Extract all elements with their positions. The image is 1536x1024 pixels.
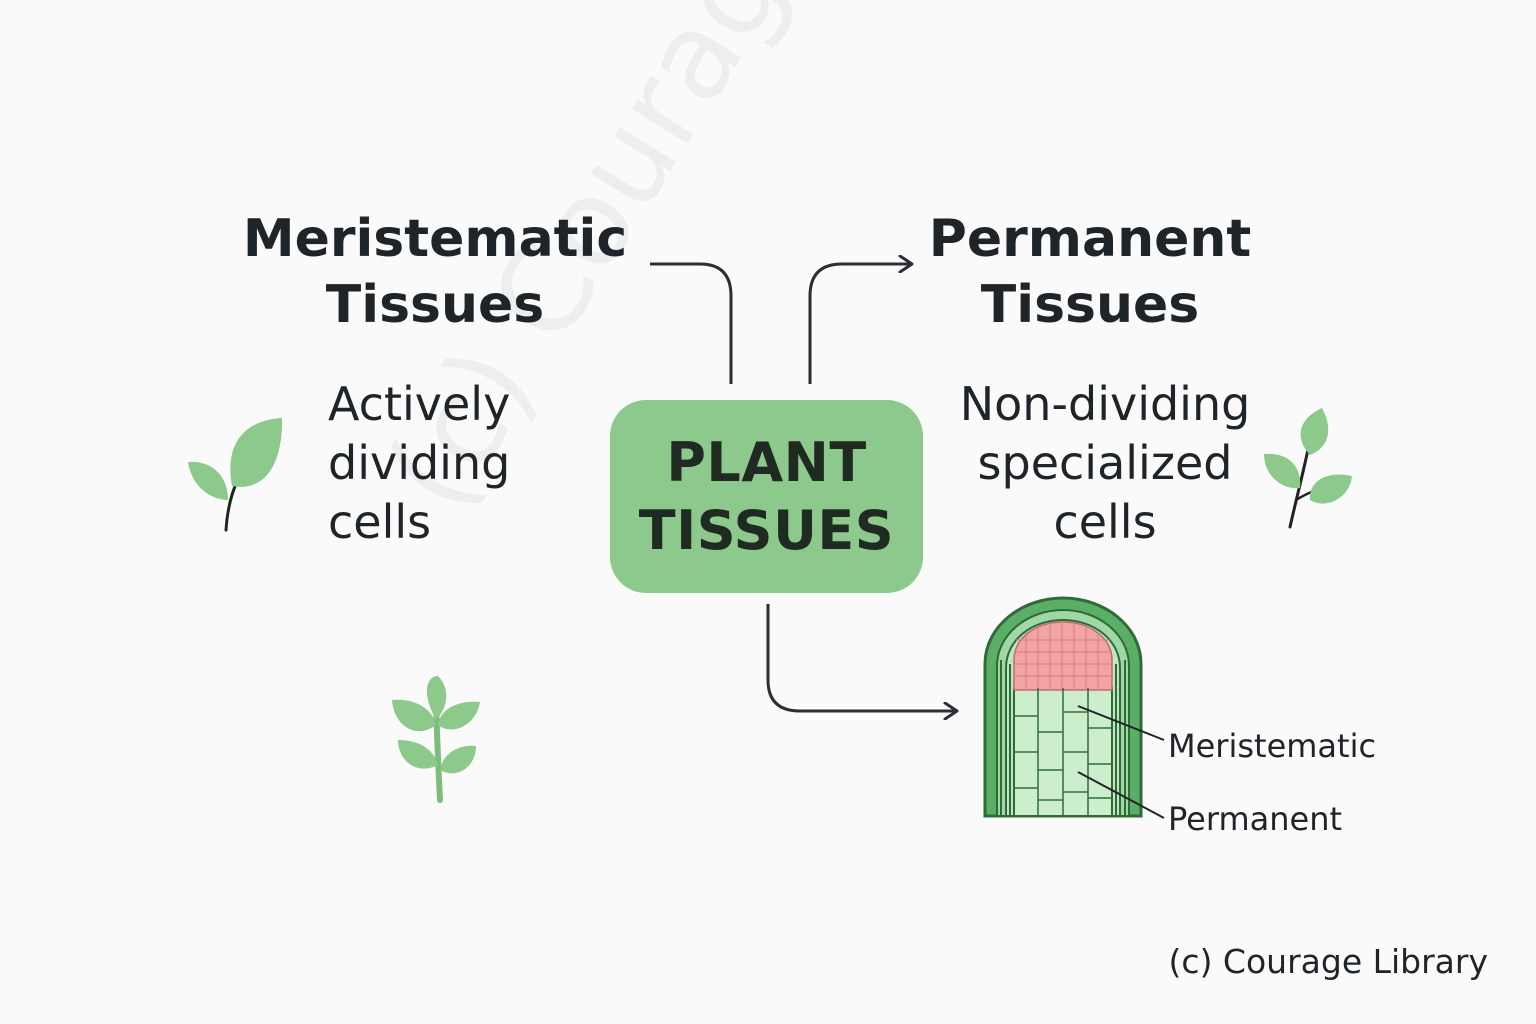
meristematic-heading-line1: Meristematic — [242, 209, 628, 269]
sprout-icon — [392, 676, 480, 803]
pointer-permanent — [1077, 771, 1165, 819]
center-title-line1: PLANT — [666, 430, 867, 494]
permanent-heading-line2: Tissues — [980, 275, 1200, 335]
center-title-line2: TISSUES — [638, 498, 895, 562]
connector-right-arrow — [808, 264, 912, 384]
permanent-desc-line: cells — [1053, 495, 1157, 549]
leaf-icon-right — [1264, 408, 1352, 529]
meristematic-description: Actively dividing cells — [328, 375, 598, 552]
tissue-illustration — [983, 596, 1165, 819]
label-meristematic: Meristematic — [1168, 727, 1377, 765]
permanent-desc-line: Non-dividing — [959, 377, 1251, 431]
credit-text: (c) Courage Library — [1168, 942, 1488, 981]
meristematic-desc-line: Actively — [328, 377, 511, 431]
leaf-icon-left — [188, 418, 283, 532]
plant-tissues-box: PLANT TISSUES — [610, 400, 923, 593]
connector-bottom-arrow — [766, 604, 957, 711]
label-permanent: Permanent — [1168, 800, 1343, 838]
permanent-heading: Permanent Tissues — [905, 206, 1275, 338]
meristematic-desc-line: dividing — [328, 436, 511, 490]
connector-left — [650, 262, 733, 384]
permanent-description: Non-dividing specialized cells — [940, 375, 1270, 552]
permanent-desc-line: specialized — [977, 436, 1233, 490]
meristematic-heading-line2: Tissues — [325, 275, 545, 335]
meristematic-desc-line: cells — [328, 495, 432, 549]
permanent-heading-line1: Permanent — [928, 209, 1252, 269]
pointer-meristematic — [1077, 705, 1165, 741]
meristematic-heading: Meristematic Tissues — [230, 206, 640, 338]
